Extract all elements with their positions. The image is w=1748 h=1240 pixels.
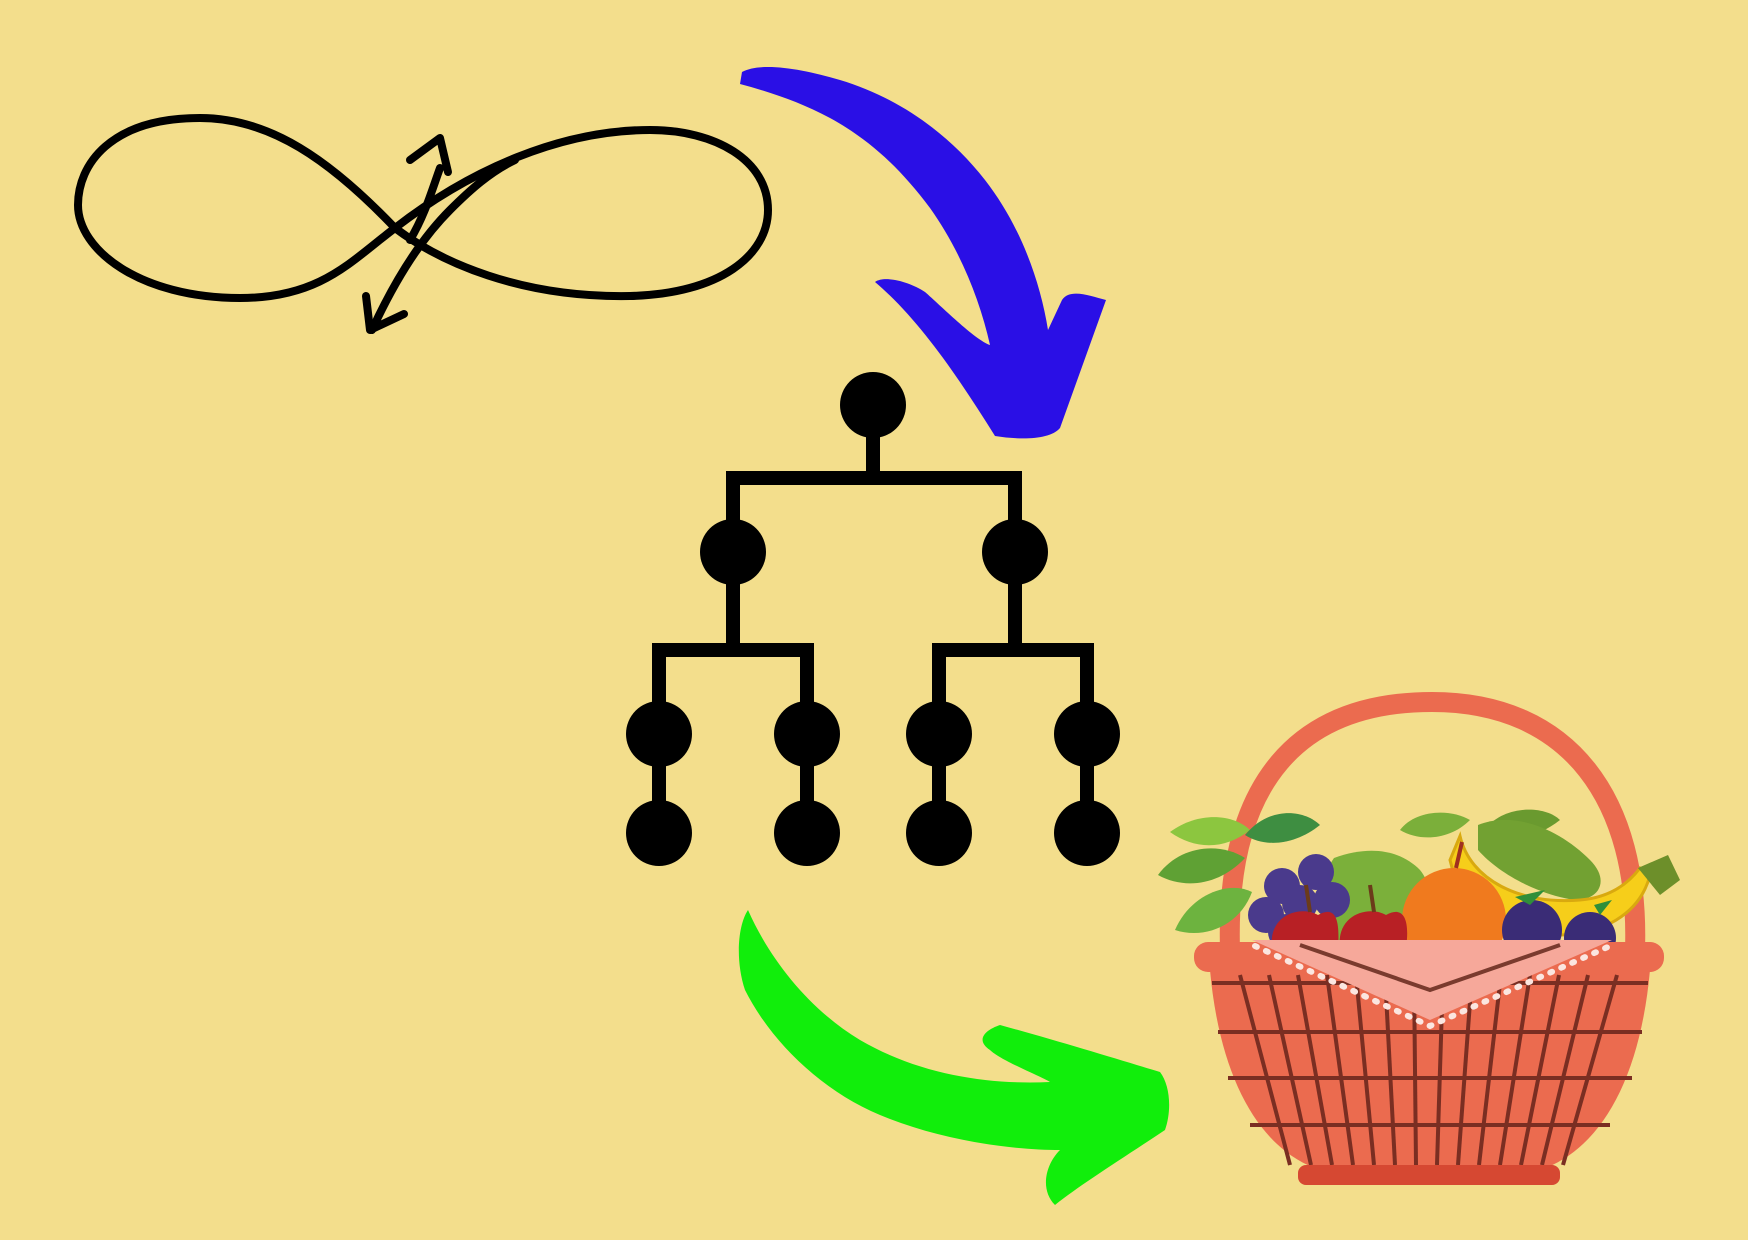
tree-node: [774, 701, 840, 767]
weave-line: [1238, 974, 1292, 1166]
tree-node: [982, 519, 1048, 585]
weave-line: [1354, 974, 1376, 1166]
infinity-arrows-icon: [74, 114, 772, 334]
weave-line: [1498, 974, 1532, 1166]
tree-node: [1054, 800, 1120, 866]
fruit-basket-icon: [1158, 691, 1680, 1185]
curved-arrow-down-icon: [740, 66, 1106, 439]
tree-node: [626, 701, 692, 767]
weave-line: [1325, 974, 1355, 1166]
weave-line: [1540, 974, 1590, 1166]
tree-node: [700, 519, 766, 585]
weave-line: [1519, 974, 1561, 1166]
weave-line: [1267, 974, 1313, 1166]
tree-node: [906, 701, 972, 767]
tree-node: [1054, 701, 1120, 767]
curved-arrow-right-icon: [738, 910, 1170, 1205]
tree-node: [840, 372, 906, 438]
tree-node: [774, 800, 840, 866]
weave-line: [1477, 974, 1503, 1166]
tree-node: [906, 800, 972, 866]
tree-node: [626, 800, 692, 866]
weave-line: [1296, 974, 1334, 1166]
grapes-icon: [1248, 854, 1350, 950]
weave-line: [1456, 974, 1474, 1166]
mango-icon: [1478, 819, 1601, 900]
weave-line: [1561, 974, 1619, 1166]
cloth-icon: [1252, 940, 1613, 1030]
tree-nodes: [626, 372, 1120, 866]
apple-icon: [1271, 884, 1408, 948]
